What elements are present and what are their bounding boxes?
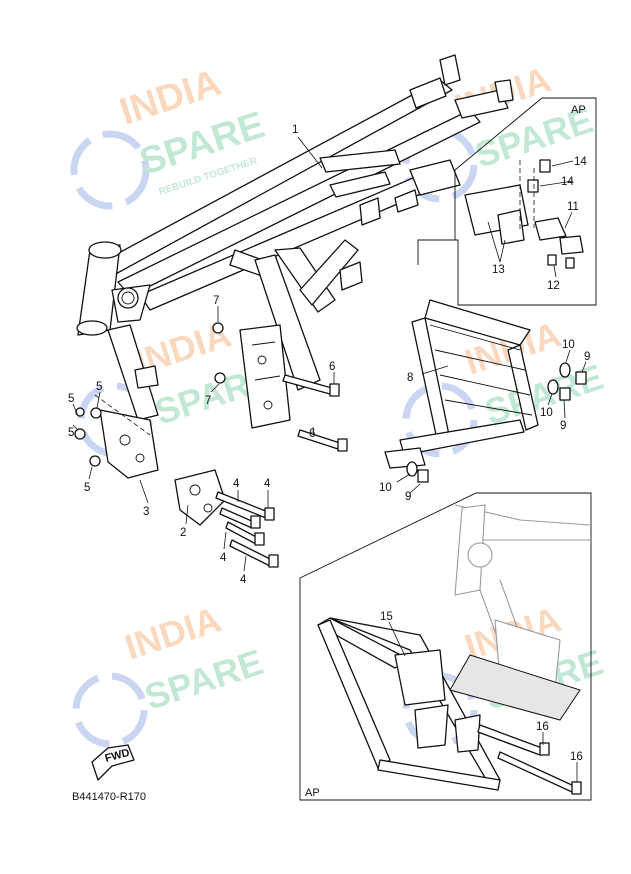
callout-labels: 1 2 3 4 4 4 4 5 5 5 5 6 6 7 7 8 9 9 9 10… — [68, 124, 590, 763]
callout-7: 7 — [205, 395, 211, 407]
callout-7: 7 — [213, 295, 219, 307]
callout-4: 4 — [264, 478, 271, 490]
inset-border — [299, 492, 592, 801]
bolts-9 — [417, 371, 587, 483]
callout-5: 5 — [68, 427, 74, 439]
callout-6: 6 — [309, 428, 315, 440]
watermark-logo-icon — [402, 672, 478, 748]
inset-top-right: AP — [417, 97, 597, 306]
nuts-5 — [74, 407, 102, 467]
callout-3: 3 — [143, 506, 149, 518]
callout-1: 1 — [292, 124, 298, 136]
callout-5: 5 — [68, 393, 74, 405]
washers-10 — [406, 362, 571, 477]
bolts-4 — [215, 491, 279, 568]
nuts-7 — [212, 322, 226, 384]
callout-5: 5 — [84, 482, 90, 494]
inset-border — [417, 97, 597, 306]
callout-16: 16 — [536, 721, 549, 733]
callout-13: 13 — [492, 264, 505, 276]
callout-14: 14 — [561, 176, 574, 188]
callout-4: 4 — [220, 552, 227, 564]
callout-5: 5 — [96, 381, 102, 393]
leader-lines — [72, 136, 587, 782]
callout-9: 9 — [405, 491, 411, 503]
main-frame — [76, 54, 514, 429]
callout-10: 10 — [562, 339, 575, 351]
watermark-logo-icon — [70, 130, 150, 210]
watermark-logo-icon — [402, 127, 478, 203]
engine-bracket-left — [94, 394, 159, 479]
watermark-logo-icon — [402, 382, 478, 458]
callout-16: 16 — [570, 751, 583, 763]
drawing-code: B441470-R170 — [72, 791, 146, 803]
bolts-6 — [282, 374, 348, 452]
callout-11: 11 — [567, 201, 579, 213]
callout-4: 4 — [233, 478, 240, 490]
callout-4: 4 — [240, 574, 247, 586]
watermark-bottom-left: INDIA SPARE — [72, 598, 268, 748]
callout-15: 15 — [380, 611, 393, 623]
callout-10: 10 — [540, 407, 553, 419]
callout-2: 2 — [180, 527, 186, 539]
inset-bottom-label: AP — [305, 787, 320, 799]
callout-12: 12 — [547, 280, 560, 292]
fwd-direction-arrow: FWD — [91, 744, 135, 781]
watermark-top-right: INDIA SPARE REBUILD TOGETHER — [70, 62, 270, 210]
callout-10: 10 — [379, 482, 392, 494]
watermark-logo-icon — [72, 672, 148, 748]
callout-8: 8 — [407, 372, 413, 384]
callout-14: 14 — [574, 156, 587, 168]
callout-9: 9 — [560, 420, 566, 432]
callout-9: 9 — [584, 351, 590, 363]
inset-top-label: AP — [571, 104, 586, 116]
callout-6: 6 — [329, 361, 335, 373]
inset-bottom-right: AP — [299, 492, 592, 801]
engine-guard — [384, 299, 539, 469]
